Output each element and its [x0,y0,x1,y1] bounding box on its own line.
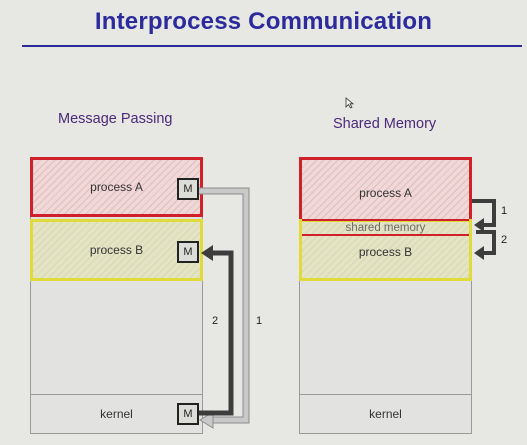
mp-arrow-1-label: 1 [256,315,263,327]
sm-shared-memory-region: shared memory [302,219,469,236]
sm-arrow-2-label: 2 [501,234,508,246]
mp-mailbox-b: M [177,241,199,263]
sm-arrow-1-label: 1 [501,205,508,217]
mp-arrow-2-head [201,245,213,261]
mp-process-a-label: process A [90,180,143,194]
mp-process-a: process A [30,157,203,217]
mouse-cursor-icon [345,97,354,109]
mp-kernel: kernel [30,394,203,434]
sm-kernel: kernel [299,394,472,434]
title-underline [22,45,522,47]
message-passing-label: Message Passing [58,111,173,127]
sm-arrow-1 [470,199,496,227]
shared-memory-label: Shared Memory [333,116,437,132]
sm-kernel-label: kernel [369,407,402,421]
mp-mailbox-kernel: M [177,403,199,425]
mp-mailbox-b-label: M [183,246,193,258]
mp-arrow-2 [199,250,234,416]
sm-process-b: process B [299,219,472,281]
sm-arrow-1-head [474,218,484,232]
mp-mailbox-a: M [177,178,199,200]
sm-arrow-2-head [474,246,484,260]
mp-arrow-1 [199,187,250,424]
mp-mailbox-a-label: M [183,183,193,195]
mp-process-b: process B [30,219,203,281]
mp-process-b-label: process B [89,243,144,257]
sm-process-b-label: process B [358,245,413,259]
sm-process-a-label: process A [359,186,412,200]
mp-mailbox-kernel-label: M [183,408,193,420]
mp-arrow-2-label: 2 [212,315,219,327]
sm-shared-memory-label: shared memory [345,221,426,234]
mp-kernel-label: kernel [100,407,133,421]
slide-title: Interprocess Communication [94,8,433,35]
sm-arrow-2 [476,230,496,255]
mp-arrow-1-head [199,411,214,429]
